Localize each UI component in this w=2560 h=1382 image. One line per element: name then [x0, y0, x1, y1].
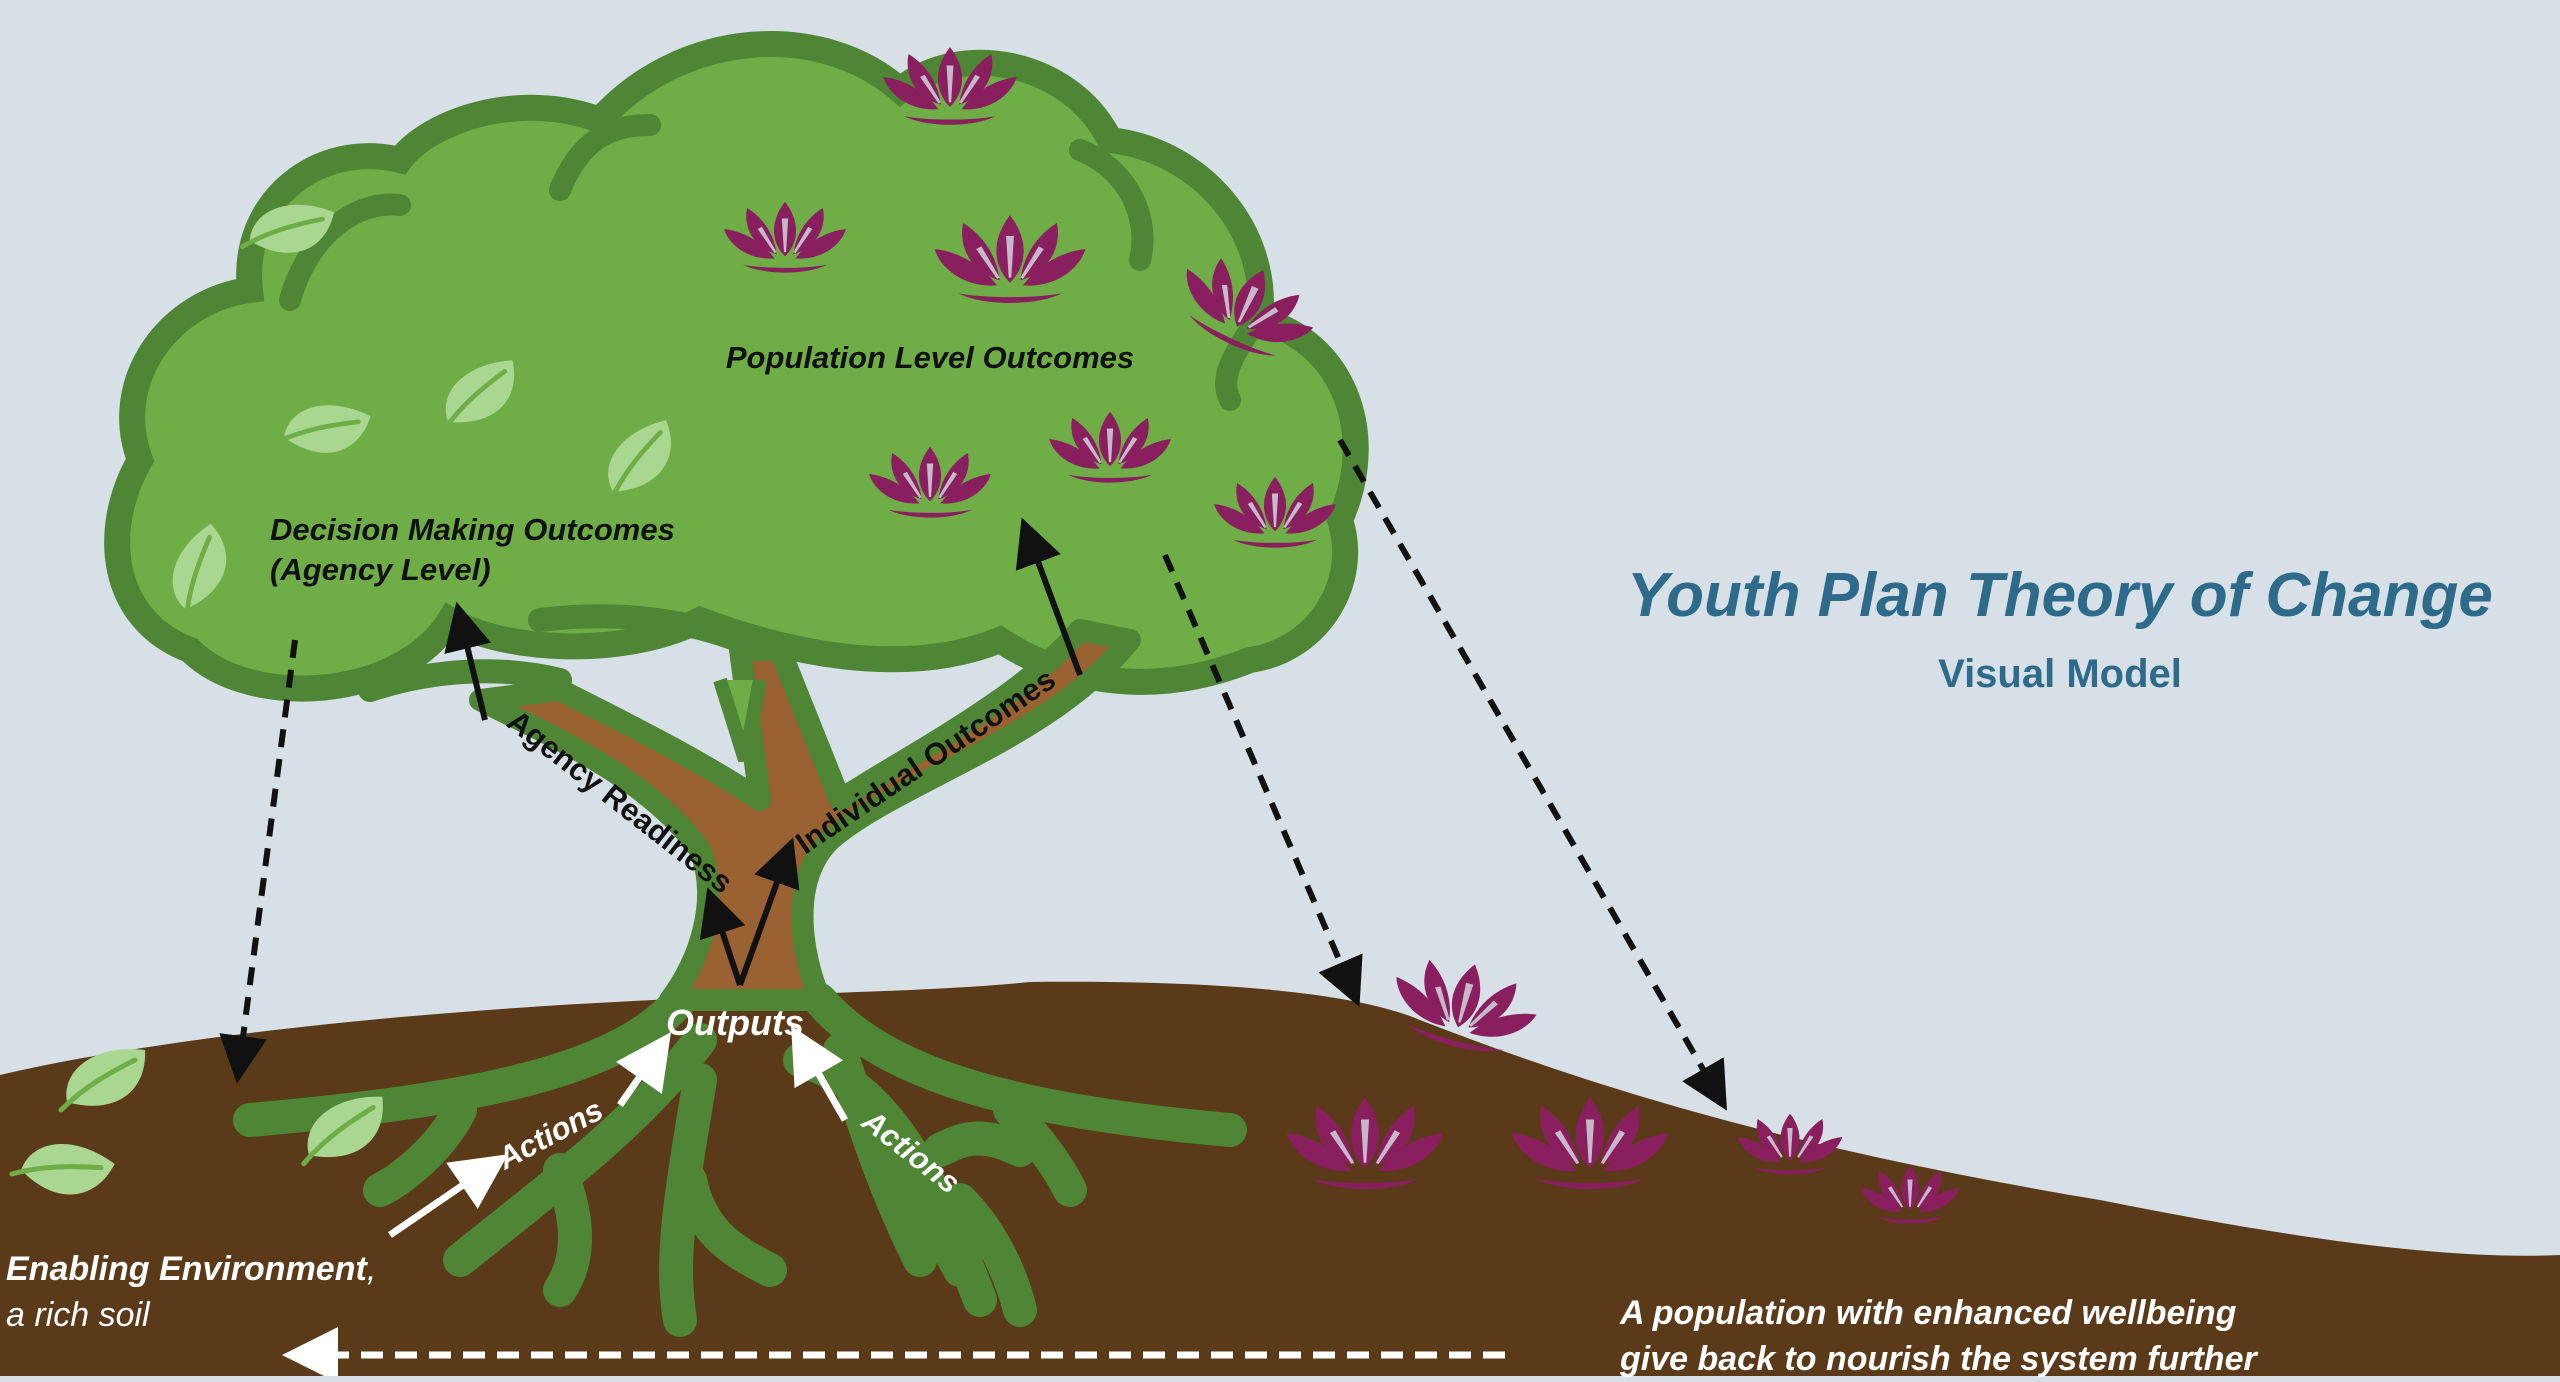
- arrow-icon: [699, 887, 746, 986]
- arrow-icon: [737, 837, 800, 987]
- enabling-environment-caption: Enabling Environment, a rich soil: [6, 1246, 376, 1338]
- arrow-icon: [616, 1032, 672, 1108]
- dashed-arrows: [219, 438, 1727, 1111]
- arrow-icon: [1337, 438, 1727, 1111]
- label-outputs: Outputs: [666, 1002, 804, 1043]
- arrow-icon: [791, 1025, 849, 1122]
- arrow-icon: [444, 601, 491, 721]
- population-wellbeing-line2: give back to nourish the system further: [1620, 1340, 2257, 1378]
- enabling-environment-rest: a rich soil: [6, 1296, 150, 1334]
- population-wellbeing-line1: A population with enhanced wellbeing: [1620, 1294, 2237, 1332]
- label-population-outcomes: Population Level Outcomes: [726, 340, 1134, 375]
- label-decision-outcomes-sub: (Agency Level): [270, 552, 491, 587]
- label-decision-outcomes: Decision Making Outcomes: [270, 512, 675, 547]
- enabling-environment-bold: Enabling Environment: [6, 1250, 367, 1288]
- arrow-icon: [1015, 517, 1083, 677]
- arrow-icon: [1162, 553, 1363, 1008]
- population-wellbeing-caption: A population with enhanced wellbeing giv…: [1620, 1290, 2257, 1382]
- enabling-environment-comma: ,: [366, 1250, 377, 1288]
- arrow-icon: [388, 1154, 509, 1238]
- white-arrows: [388, 1025, 849, 1238]
- arrow-icon: [219, 639, 298, 1084]
- page-title: Youth Plan Theory of Change: [1627, 561, 2493, 630]
- tree-trunk: [469, 619, 1141, 1011]
- page-subtitle: Visual Model: [1938, 652, 2182, 696]
- solid-arrows: [444, 517, 1083, 987]
